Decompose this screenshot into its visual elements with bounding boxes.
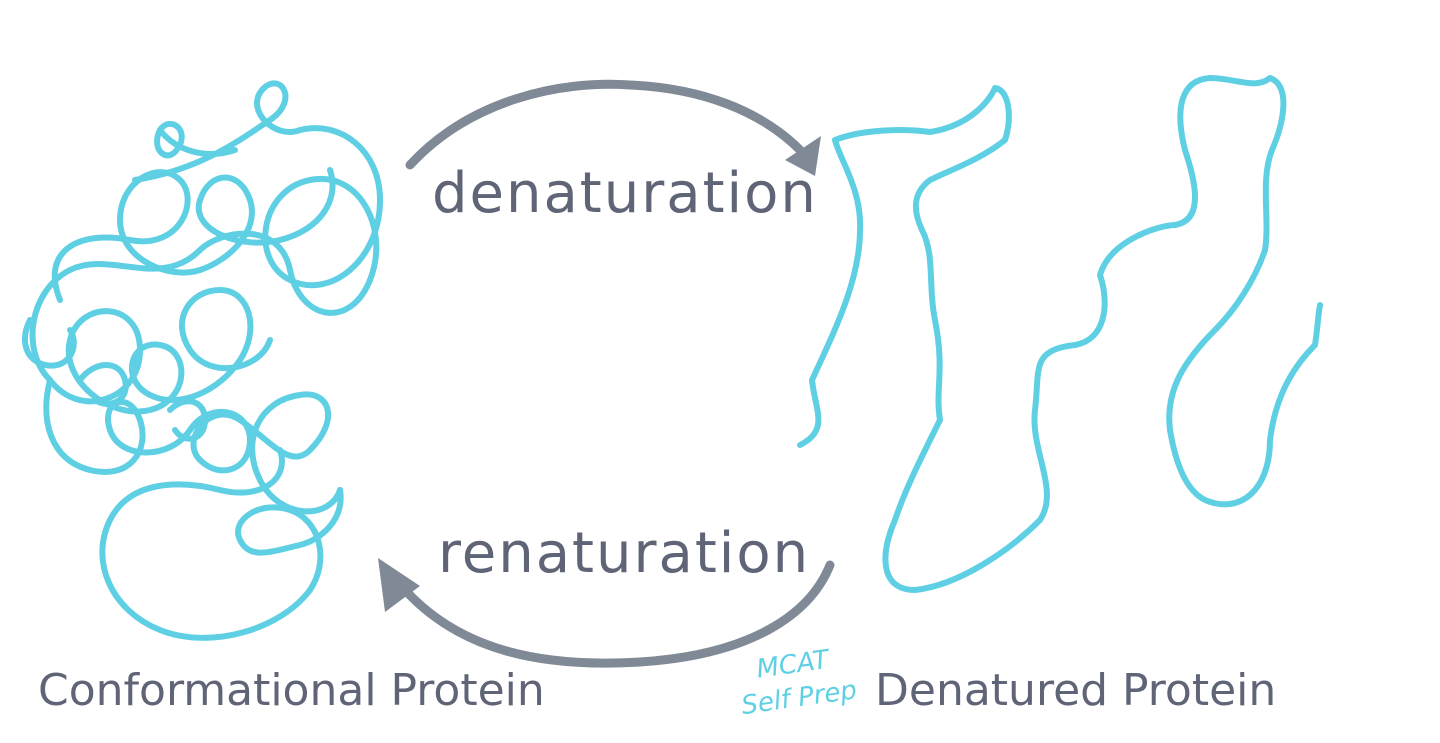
denaturation-arrow: [405, 79, 821, 176]
watermark-line-2: Self Prep: [740, 675, 859, 721]
denatured-protein-caption: Denatured Protein: [875, 665, 1276, 716]
watermark-logo: MCAT Self Prep: [740, 645, 859, 722]
denatured-protein-strands: [797, 75, 1323, 593]
conformational-protein-strand: [22, 80, 383, 641]
watermark-line-1: MCAT: [755, 645, 833, 685]
renaturation-label: renaturation: [438, 521, 810, 586]
denaturation-label: denaturation: [432, 161, 818, 226]
conformational-protein-caption: Conformational Protein: [38, 665, 545, 716]
renaturation-arrow: [378, 558, 835, 668]
